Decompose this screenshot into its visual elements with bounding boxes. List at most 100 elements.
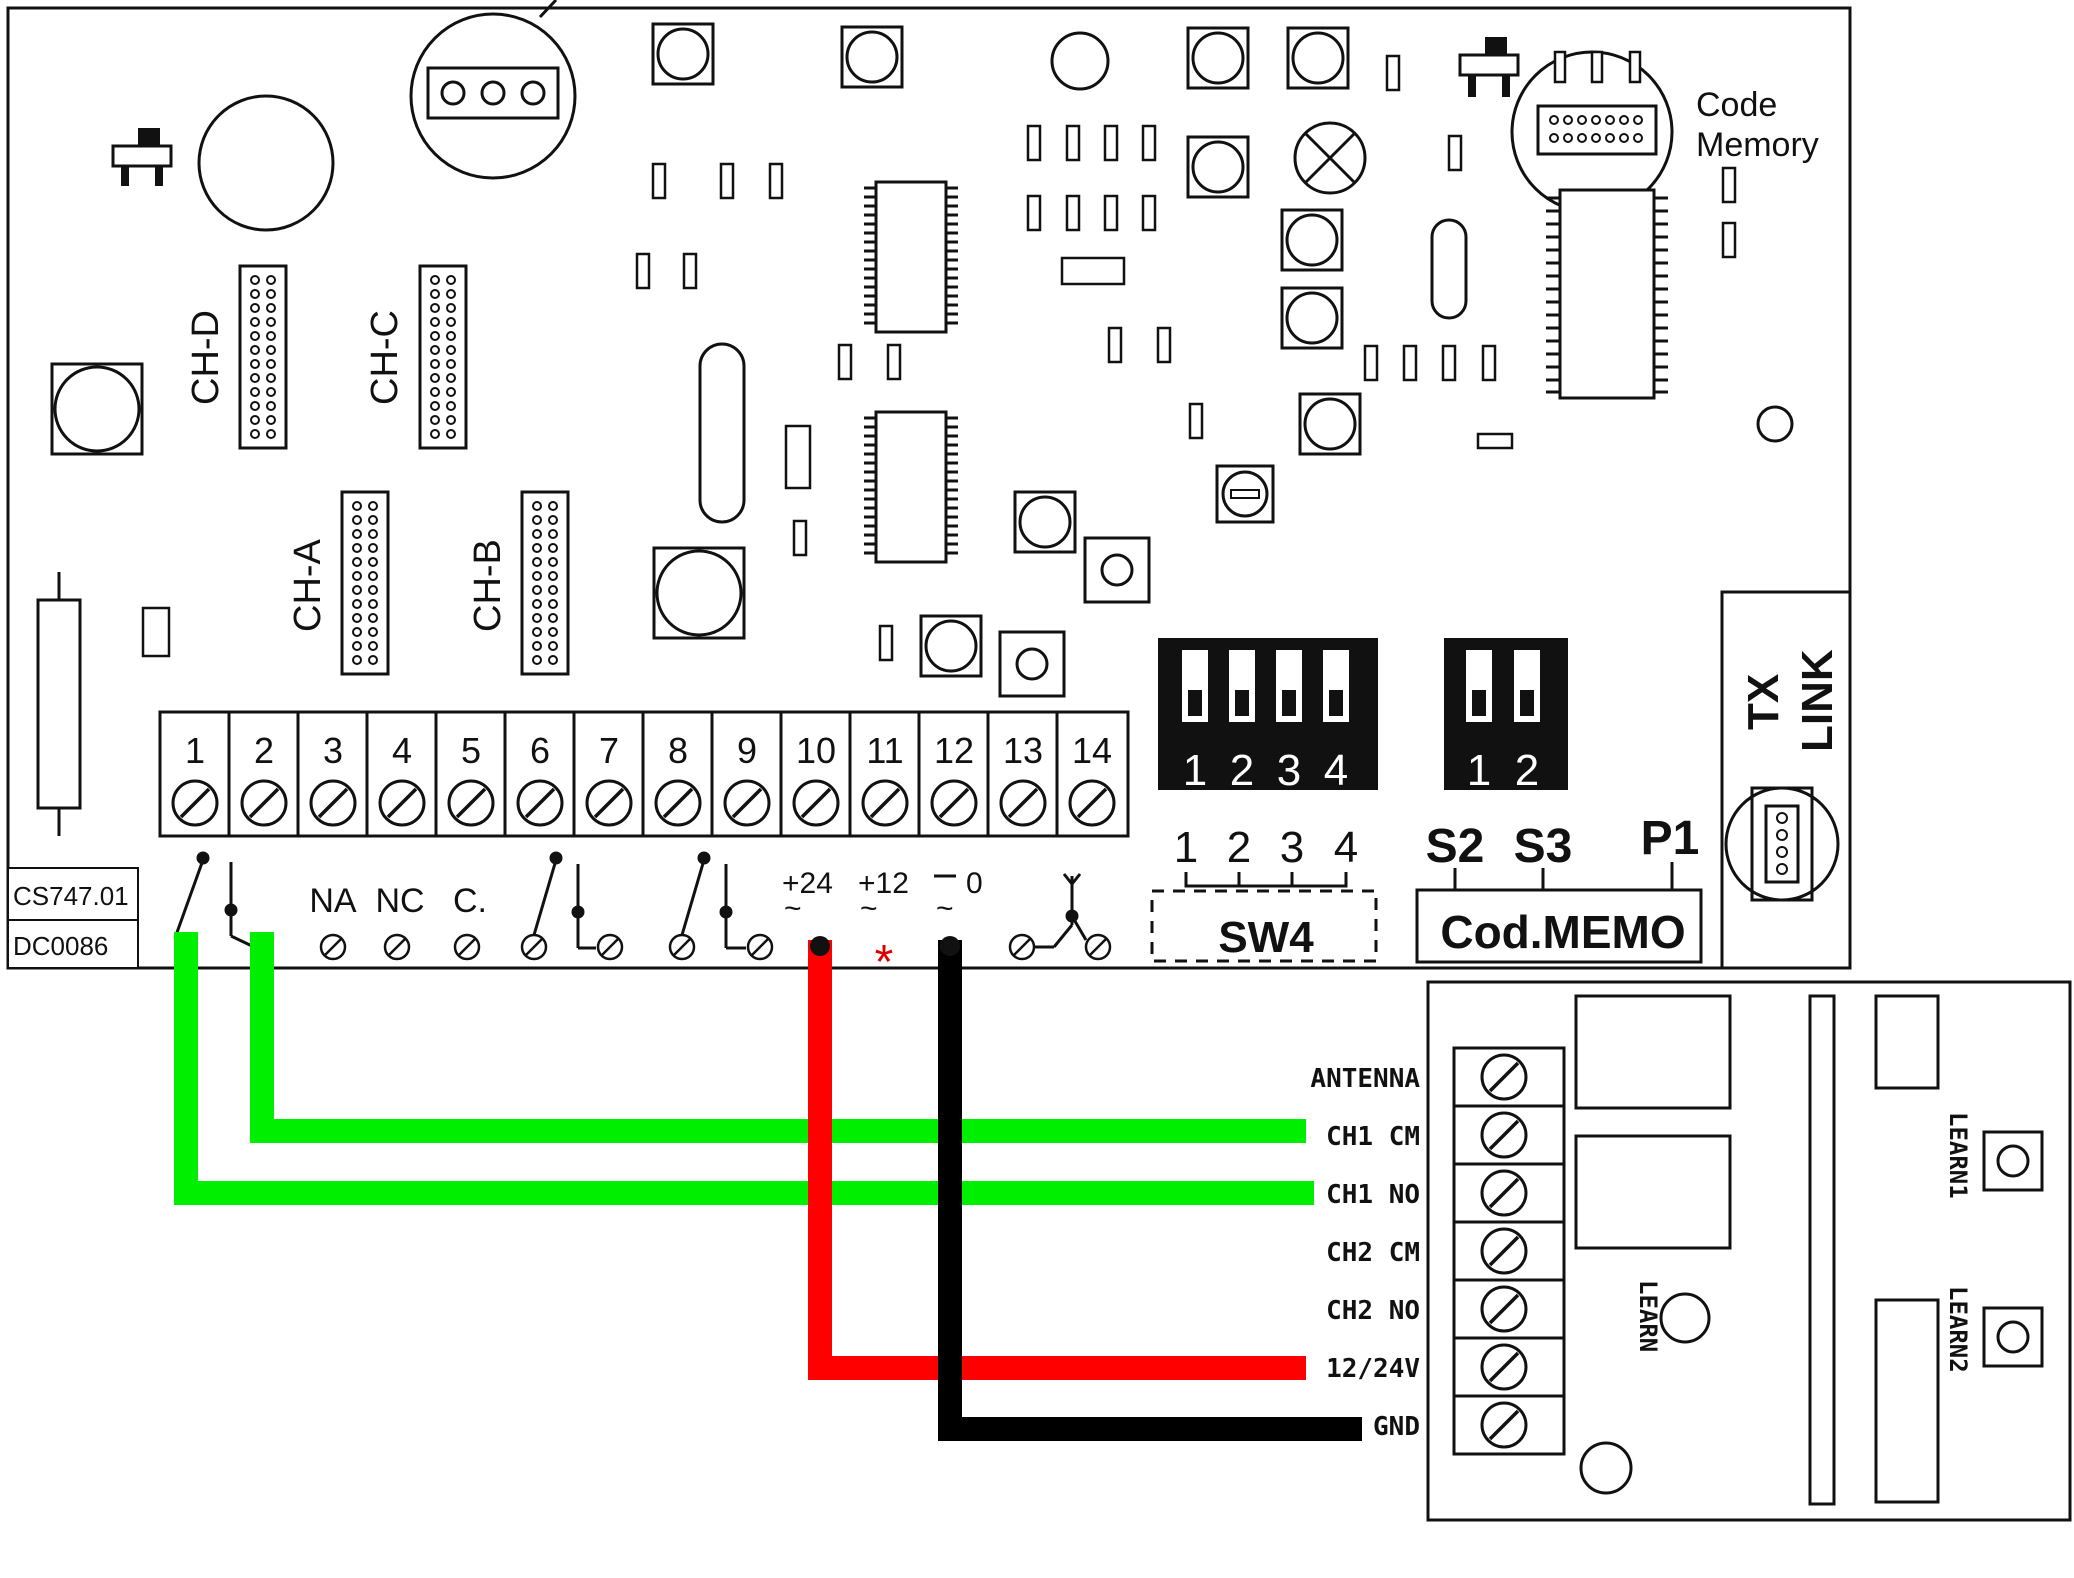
receiver-led-2 [1579, 1441, 1633, 1495]
code-memory-label-1: Code [1696, 86, 1777, 124]
c-label: C. [453, 882, 487, 920]
ch-c-label: CH-C [364, 310, 406, 405]
learn-label: LEARN [1634, 1280, 1662, 1352]
receiver-terminal-label: CH2 CM [1326, 1238, 1420, 1268]
tx-label: TX [1739, 674, 1788, 730]
terminal-number: 4 [392, 730, 412, 771]
dc-code: DC0086 [13, 931, 108, 961]
dip-switch-2: 1 2 [1444, 638, 1568, 795]
asterisk-marker: * [875, 936, 894, 989]
channel-header-a: CH-A [287, 490, 390, 676]
relay-labels: NA NC C. [309, 882, 487, 920]
relay-1 [1574, 994, 1732, 1110]
cs-code: CS747.01 [13, 881, 129, 911]
dip-a-number: 2 [1230, 746, 1254, 795]
dip-a-number: 1 [1183, 746, 1207, 795]
plus12-label: +12 [858, 867, 909, 900]
component-square-10 [919, 614, 983, 678]
s2-label: S2 [1426, 820, 1485, 873]
component-square-4 [1286, 26, 1350, 90]
dip-b-number: 1 [1467, 746, 1491, 795]
zero-label: 0 [966, 867, 983, 900]
learn1-label: LEARN1 [1944, 1112, 1972, 1199]
terminal-number: 7 [599, 730, 619, 771]
plus24-label: +24 [782, 867, 833, 900]
receiver-terminal-label: CH1 CM [1326, 1122, 1420, 1152]
board-codes: CS747.01 DC0086 [7, 867, 139, 969]
component-small-square-1 [1083, 536, 1151, 604]
component-round-1 [1050, 31, 1110, 91]
ch-b-label: CH-B [467, 539, 509, 632]
terminal-number: 10 [796, 730, 836, 771]
link-label: LINK [1793, 649, 1842, 752]
terminal-number: 13 [1003, 730, 1043, 771]
component-large-left [50, 362, 144, 456]
sw4-number: 4 [1334, 823, 1358, 872]
channel-header-d: CH-D [185, 264, 288, 450]
ic-chip-1 [864, 180, 958, 334]
wire-black-gnd [938, 940, 1362, 1441]
wire-terminal-dots [180, 932, 960, 956]
nc-label: NC [375, 882, 424, 920]
na-label: NA [309, 882, 357, 920]
cod-memo-label: Cod.MEMO [1440, 906, 1685, 958]
slide-switch-left [111, 128, 173, 186]
dip-b-number: 2 [1515, 746, 1539, 795]
component-square-6 [1280, 208, 1344, 272]
dip-switch-4: 1 2 3 4 [1158, 638, 1378, 795]
terminal-number: 5 [461, 730, 481, 771]
sw4-legend: 1 2 3 4 SW4 [1150, 823, 1378, 963]
three-pin-connector [409, 0, 577, 180]
channel-header-b: CH-B [467, 490, 570, 676]
terminal-number: 9 [737, 730, 757, 771]
tilde-symbol-1: ~ [784, 892, 802, 925]
receiver-terminal-label: GND [1373, 1412, 1420, 1442]
ic-chip-2 [864, 410, 958, 564]
p1-label: P1 [1641, 812, 1700, 865]
buzzer [197, 94, 335, 232]
component-small-square-2 [998, 630, 1066, 698]
component-square-3 [1186, 26, 1250, 90]
terminal-number: 8 [668, 730, 688, 771]
receiver-strip [1808, 994, 1836, 1506]
trimmer [1215, 464, 1275, 524]
receiver-terminal-label: 12/24V [1326, 1354, 1420, 1384]
wire-red-12-24v [808, 940, 1306, 1380]
learn-led [1659, 1292, 1711, 1344]
tx-link-module: TX LINK [1720, 590, 1850, 968]
receiver-component-long [1874, 1298, 1940, 1504]
dip-a-number: 4 [1324, 746, 1348, 795]
component-square-2 [840, 25, 904, 89]
terminal-number: 2 [254, 730, 274, 771]
terminal-number: 12 [934, 730, 974, 771]
ch-a-label: CH-A [287, 538, 329, 632]
sw4-number: 1 [1174, 823, 1198, 872]
wires [174, 932, 1362, 1441]
smd-components [141, 54, 1794, 662]
learn2-label: LEARN2 [1944, 1286, 1972, 1373]
terminal-number: 1 [185, 730, 205, 771]
tilde-symbol-3: ~ [936, 892, 954, 925]
relay-2 [1574, 1134, 1732, 1250]
terminal-symbols [173, 851, 1112, 961]
terminal-block-main: 1 2 3 4 5 6 7 8 9 10 11 12 13 14 [158, 710, 1130, 838]
code-memory-module: Code Memory [1510, 50, 1819, 400]
crystal-1 [698, 342, 746, 524]
component-square-9 [1013, 490, 1077, 554]
learn1-button[interactable] [1982, 1130, 2044, 1192]
sw4-label: SW4 [1218, 913, 1314, 962]
sw4-number: 2 [1227, 823, 1251, 872]
wire-green-ch1-no [174, 932, 1314, 1205]
sw4-number: 3 [1280, 823, 1304, 872]
cod-memo-legend: S2 S3 P1 Cod.MEMO [1415, 812, 1703, 964]
component-large-center [652, 546, 746, 640]
slide-switch-top [1458, 37, 1520, 97]
resistor-left [36, 572, 82, 836]
channel-header-c: CH-C [364, 264, 468, 450]
component-square-5 [1186, 135, 1250, 199]
receiver-terminal-label: CH1 NO [1326, 1180, 1420, 1210]
power-labels: +24 ~ +12 ~ 0 ~ * [782, 867, 983, 989]
lamp-icon [1293, 121, 1367, 195]
learn2-button[interactable] [1982, 1306, 2044, 1368]
